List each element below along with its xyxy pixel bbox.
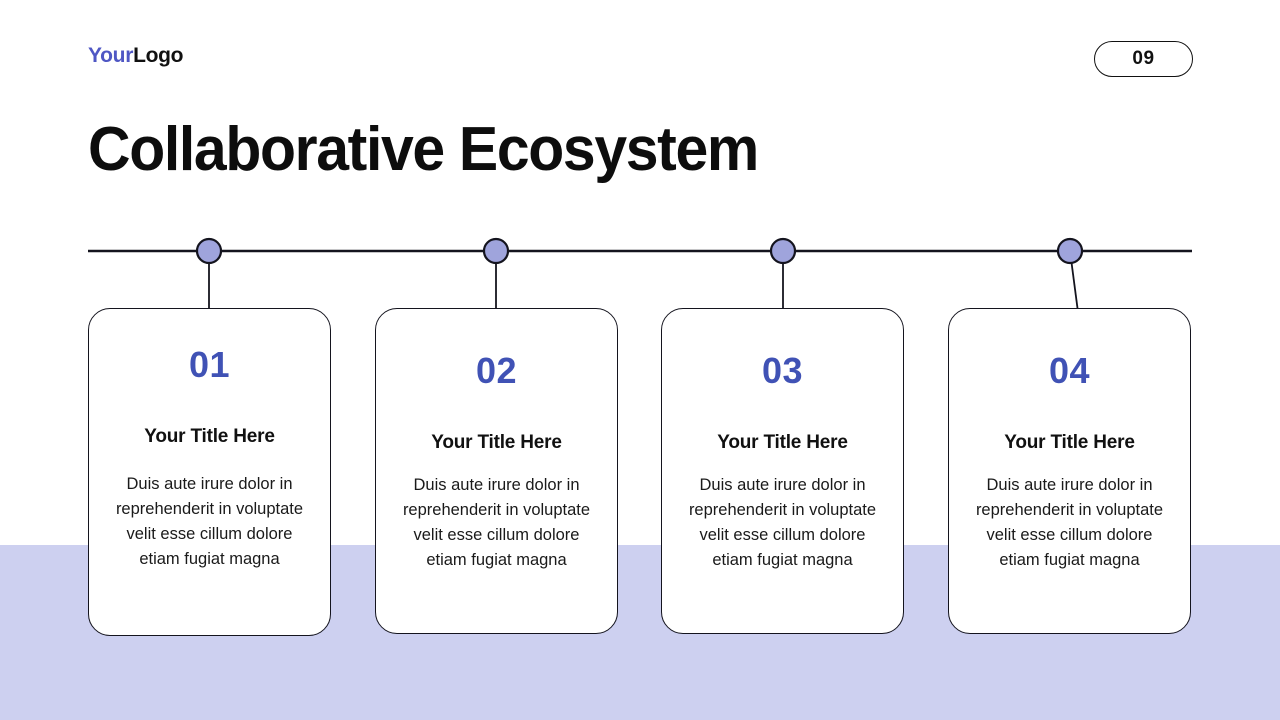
page-number-badge: 09 bbox=[1094, 41, 1193, 77]
timeline-marker-1 bbox=[195, 237, 223, 265]
step-card-body: Duis aute irure dolor in reprehenderit i… bbox=[975, 476, 1164, 569]
step-card-title: Your Title Here bbox=[144, 426, 275, 447]
step-card-2[interactable]: 02 Your Title Here Duis aute irure dolor… bbox=[375, 308, 618, 634]
page-number-text: 09 bbox=[1132, 48, 1155, 69]
step-card-number: 03 bbox=[761, 350, 804, 391]
logo-prefix: Your bbox=[88, 44, 134, 67]
step-card-body: Duis aute irure dolor in reprehenderit i… bbox=[115, 475, 304, 568]
timeline-marker-3 bbox=[769, 237, 797, 265]
step-card-number: 02 bbox=[475, 350, 518, 391]
step-card-body: Duis aute irure dolor in reprehenderit i… bbox=[688, 476, 877, 569]
step-card-1[interactable]: 01 Your Title Here Duis aute irure dolor… bbox=[88, 308, 331, 636]
timeline-marker-2 bbox=[482, 237, 510, 265]
step-card-title: Your Title Here bbox=[717, 432, 848, 453]
step-card-number: 01 bbox=[188, 344, 231, 385]
step-card-number: 04 bbox=[1048, 350, 1091, 391]
step-card-4[interactable]: 04 Your Title Here Duis aute irure dolor… bbox=[948, 308, 1191, 634]
step-card-body: Duis aute irure dolor in reprehenderit i… bbox=[402, 476, 591, 569]
step-card-title: Your Title Here bbox=[1004, 432, 1135, 453]
timeline-marker-4 bbox=[1056, 237, 1084, 265]
step-card-3[interactable]: 03 Your Title Here Duis aute irure dolor… bbox=[661, 308, 904, 634]
page-title: Collaborative Ecosystem bbox=[88, 115, 759, 184]
step-card-title: Your Title Here bbox=[431, 432, 562, 453]
timeline-connector-4 bbox=[1069, 250, 1079, 313]
logo: YourLogo bbox=[88, 44, 184, 68]
logo-name: Logo bbox=[133, 44, 184, 67]
